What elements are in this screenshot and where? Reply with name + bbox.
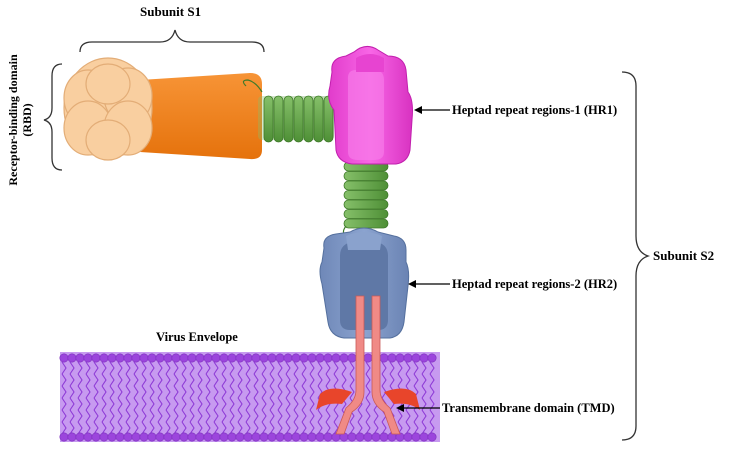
hr1-domain: [328, 46, 413, 165]
transmembrane-domain: [316, 295, 420, 435]
hr1-label: Heptad repeat regions-1 (HR1): [452, 103, 618, 117]
linker-coil-horizontal: [242, 79, 351, 143]
subunit-s1-body: [140, 73, 262, 160]
subunit-s1-label: Subunit S1: [140, 4, 202, 19]
rbd-lobes: [63, 57, 153, 161]
linker-coil-vertical: [342, 161, 389, 237]
membrane-lipid-heads-bottom: [59, 432, 437, 442]
virus-envelope-label: Virus Envelope: [156, 330, 238, 344]
subunit-s2-label: Subunit S2: [653, 248, 715, 263]
subunit-s1-bracket: [79, 29, 265, 53]
arrow-tmd-icon: [396, 404, 440, 412]
rbd-label-line1: Receptor-binding domain: [6, 54, 20, 186]
arrow-hr2-icon: [408, 280, 450, 288]
rbd-label-line2: (RBD): [20, 103, 34, 137]
arrow-hr1-icon: [414, 106, 450, 114]
membrane-lipid-tails: [61, 361, 435, 435]
hr2-label: Heptad repeat regions-2 (HR2): [452, 277, 618, 291]
subunit-s2-bracket: [621, 71, 651, 441]
rbd-bracket: [43, 63, 63, 171]
virus-envelope-membrane: [59, 352, 440, 442]
tmd-label: Transmembrane domain (TMD): [442, 401, 615, 415]
hr2-domain: [319, 227, 410, 339]
